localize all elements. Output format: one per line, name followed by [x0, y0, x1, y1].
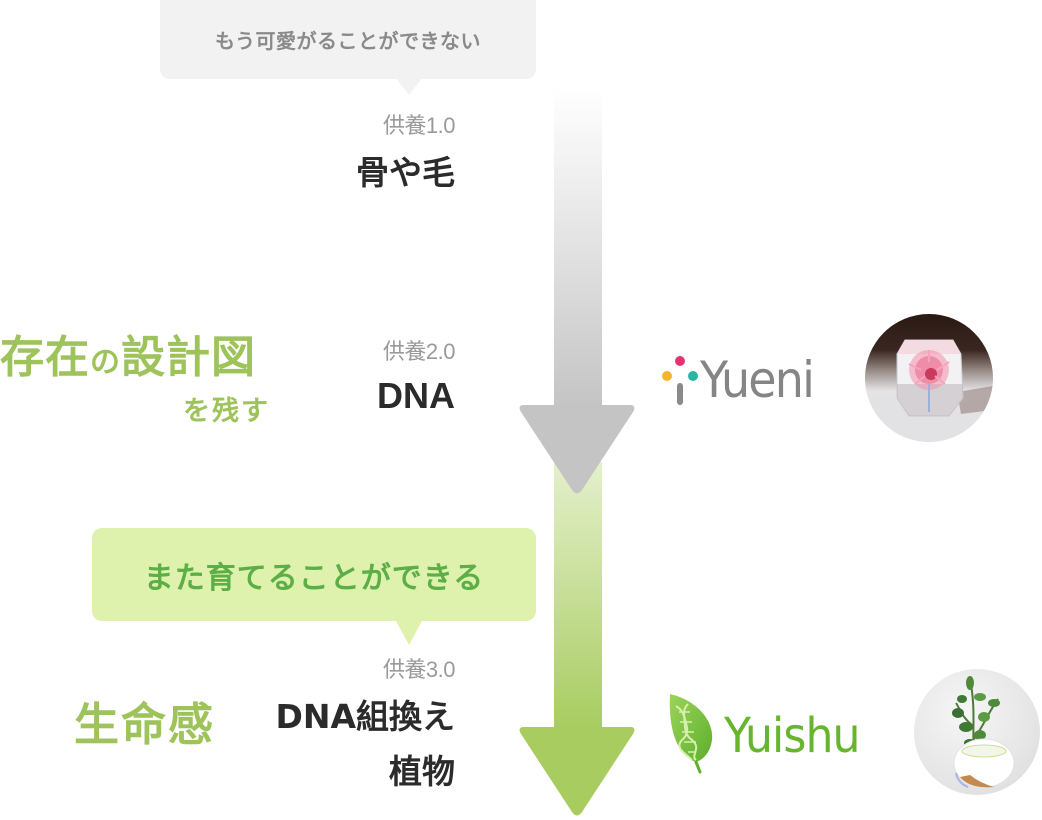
yellow-dot	[662, 371, 672, 381]
stage-3-title-line2: 植物	[389, 752, 455, 791]
yuishu-wordmark: Yuishu	[724, 708, 861, 764]
stage-3: 供養3.0 DNA組換え 植物	[275, 657, 455, 799]
pink-dot	[675, 356, 685, 366]
stage-3-title-line1: DNA組換え	[275, 697, 455, 736]
yueni-logo: Yueni	[660, 350, 846, 410]
yueni-wordmark: Yueni	[700, 351, 815, 409]
resin-flower-block-photo	[865, 314, 993, 442]
green-arrow-shaft	[554, 462, 602, 730]
cannot-cherish-bubble: もう可愛がることができない	[160, 0, 536, 95]
gray-arrow	[519, 88, 635, 494]
plant	[952, 676, 1000, 754]
dna-leaf-icon	[669, 694, 713, 774]
yuishu-logo: Yuishu	[666, 690, 882, 774]
blueprint-caption-part2: 設計図	[121, 332, 256, 383]
teal-dot	[688, 371, 698, 381]
stage-1-version: 供養1.0	[382, 113, 456, 138]
egg-pot	[953, 738, 1015, 788]
three-dots-i-icon	[660, 352, 704, 408]
blueprint-caption-particle: の	[90, 345, 121, 380]
can-raise-again-text: また育てることができる	[143, 560, 485, 596]
cannot-cherish-text: もう可愛がることができない	[215, 29, 481, 53]
stage-2-version: 供養2.0	[382, 339, 456, 364]
blueprint-caption-part1: 存在	[0, 332, 90, 383]
pink-flower	[908, 350, 950, 390]
blueprint-caption: 存在の設計図	[0, 330, 256, 391]
stage-1-title: 骨や毛	[356, 153, 455, 192]
gray-arrow-head	[519, 405, 635, 494]
stage-2: 供養2.0 DNA	[377, 339, 456, 424]
i-stem	[677, 383, 683, 405]
gray-arrow-shaft	[554, 88, 602, 408]
blueprint-subcaption: を残す	[183, 396, 270, 427]
can-raise-again-bubble: また育てることができる	[92, 528, 536, 645]
stage-3-version: 供養3.0	[382, 657, 456, 682]
stage-2-title: DNA	[377, 375, 455, 416]
life-caption: 生命感	[74, 698, 216, 751]
stage-1: 供養1.0 骨や毛	[356, 113, 456, 201]
green-arrow-head	[519, 727, 635, 816]
potted-plant-photo	[914, 669, 1040, 795]
green-arrow	[519, 462, 635, 816]
